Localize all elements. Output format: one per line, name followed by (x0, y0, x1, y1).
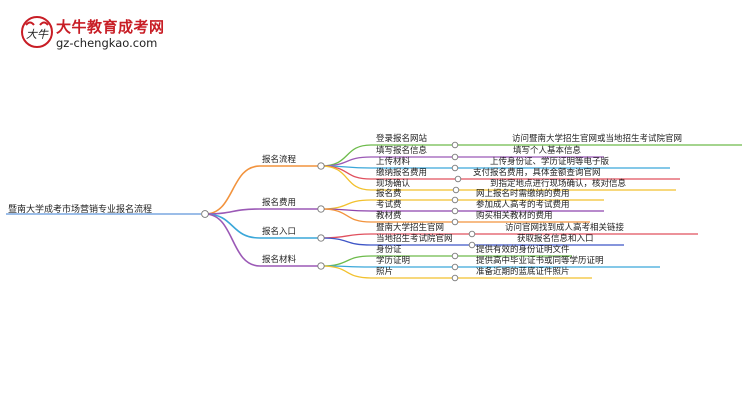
connector-branch-item-1-2 (320, 208, 455, 223)
connector-branch-item-3-2 (320, 265, 455, 279)
node-dot-branch-2 (317, 234, 325, 242)
node-dot-item-2-0 (468, 230, 476, 238)
note-pay-fee: 支付报名费用，具体金额查询官网 (473, 168, 601, 178)
note-exam-fee: 参加成人高考的考试费用 (476, 200, 570, 210)
connector-root-branch-1 (204, 208, 322, 215)
item-photo: 照片 (376, 267, 394, 277)
node-dot-item-3-0 (451, 252, 459, 260)
branch-registration-materials: 报名材料 (262, 255, 297, 265)
bull-logo-icon: 大牛 (21, 16, 53, 48)
note-local-exam-site: 获取报名信息和入口 (517, 234, 594, 244)
logo-title: 大牛教育成考网 (56, 18, 165, 36)
connector-root-branch-3 (204, 213, 322, 267)
item-education-proof: 学历证明 (376, 256, 411, 266)
item-local-exam-site: 当地招生考试院官网 (376, 234, 453, 244)
node-dot-branch-3 (317, 262, 325, 270)
node-dot-item-0-0 (451, 141, 459, 149)
note-fill-info: 填写个人基本信息 (513, 146, 582, 156)
item-onsite-confirm: 现场确认 (376, 179, 411, 189)
item-textbook-fee: 教材费 (376, 211, 402, 221)
note-onsite-confirm: 到指定地点进行现场确认，核对信息 (490, 179, 627, 189)
item-id-card: 身份证 (376, 245, 402, 255)
note-textbook-fee: 购买相关教材的费用 (476, 211, 553, 221)
node-dot-item-0-4 (452, 186, 460, 194)
note-login-site: 访问暨南大学招生官网或当地招生考试院官网 (512, 134, 683, 144)
branch-registration-process: 报名流程 (262, 155, 297, 165)
item-fill-info: 填写报名信息 (376, 146, 428, 156)
node-dot-item-3-1 (451, 263, 459, 271)
item-upload-materials: 上传材料 (376, 157, 411, 167)
node-dot-item-1-1 (451, 207, 459, 215)
node-dot-item-3-2 (451, 274, 459, 282)
branch-registration-fees: 报名费用 (262, 198, 297, 208)
node-dot-item-1-0 (451, 196, 459, 204)
note-education-proof: 提供高中毕业证书或同等学历证明 (476, 256, 604, 266)
site-logo[interactable]: 大牛 大牛教育成考网 gz-chengkao.com (20, 14, 200, 54)
node-dot-item-0-3 (454, 175, 462, 183)
node-dot-branch-0 (317, 162, 325, 170)
node-dot-item-2-1 (468, 241, 476, 249)
item-login-site: 登录报名网站 (376, 134, 428, 144)
note-id-card: 提供有效的身份证明文件 (476, 245, 570, 255)
note-photo: 准备近期的蓝底证件照片 (476, 267, 570, 277)
node-dot-item-1-2 (451, 218, 459, 226)
connector-root-branch-0 (204, 165, 322, 215)
connector-branch-item-2-1 (320, 237, 472, 246)
node-dot-item-0-1 (451, 153, 459, 161)
mindmap-root: 暨南大学成考市场营销专业报名流程 (8, 205, 153, 215)
item-exam-fee: 考试费 (376, 200, 402, 210)
node-dot-root (201, 210, 209, 218)
connector-root-branch-2 (204, 213, 322, 239)
node-dot-item-0-2 (451, 164, 459, 172)
logo-subtitle: gz-chengkao.com (56, 36, 158, 50)
branch-registration-entry: 报名入口 (262, 227, 297, 237)
node-dot-branch-1 (317, 205, 325, 213)
item-pay-fee: 缴纳报名费用 (376, 168, 428, 178)
logo-mark-text: 大牛 (26, 28, 49, 41)
item-university-site: 暨南大学招生官网 (376, 223, 445, 233)
note-upload-materials: 上传身份证、学历证明等电子版 (490, 157, 610, 167)
item-registration-fee: 报名费 (376, 189, 402, 199)
note-university-site: 访问官网找到成人高考相关链接 (505, 223, 625, 233)
connector-branch-item-0-4 (320, 165, 456, 191)
note-registration-fee: 网上报名时需缴纳的费用 (476, 189, 570, 199)
